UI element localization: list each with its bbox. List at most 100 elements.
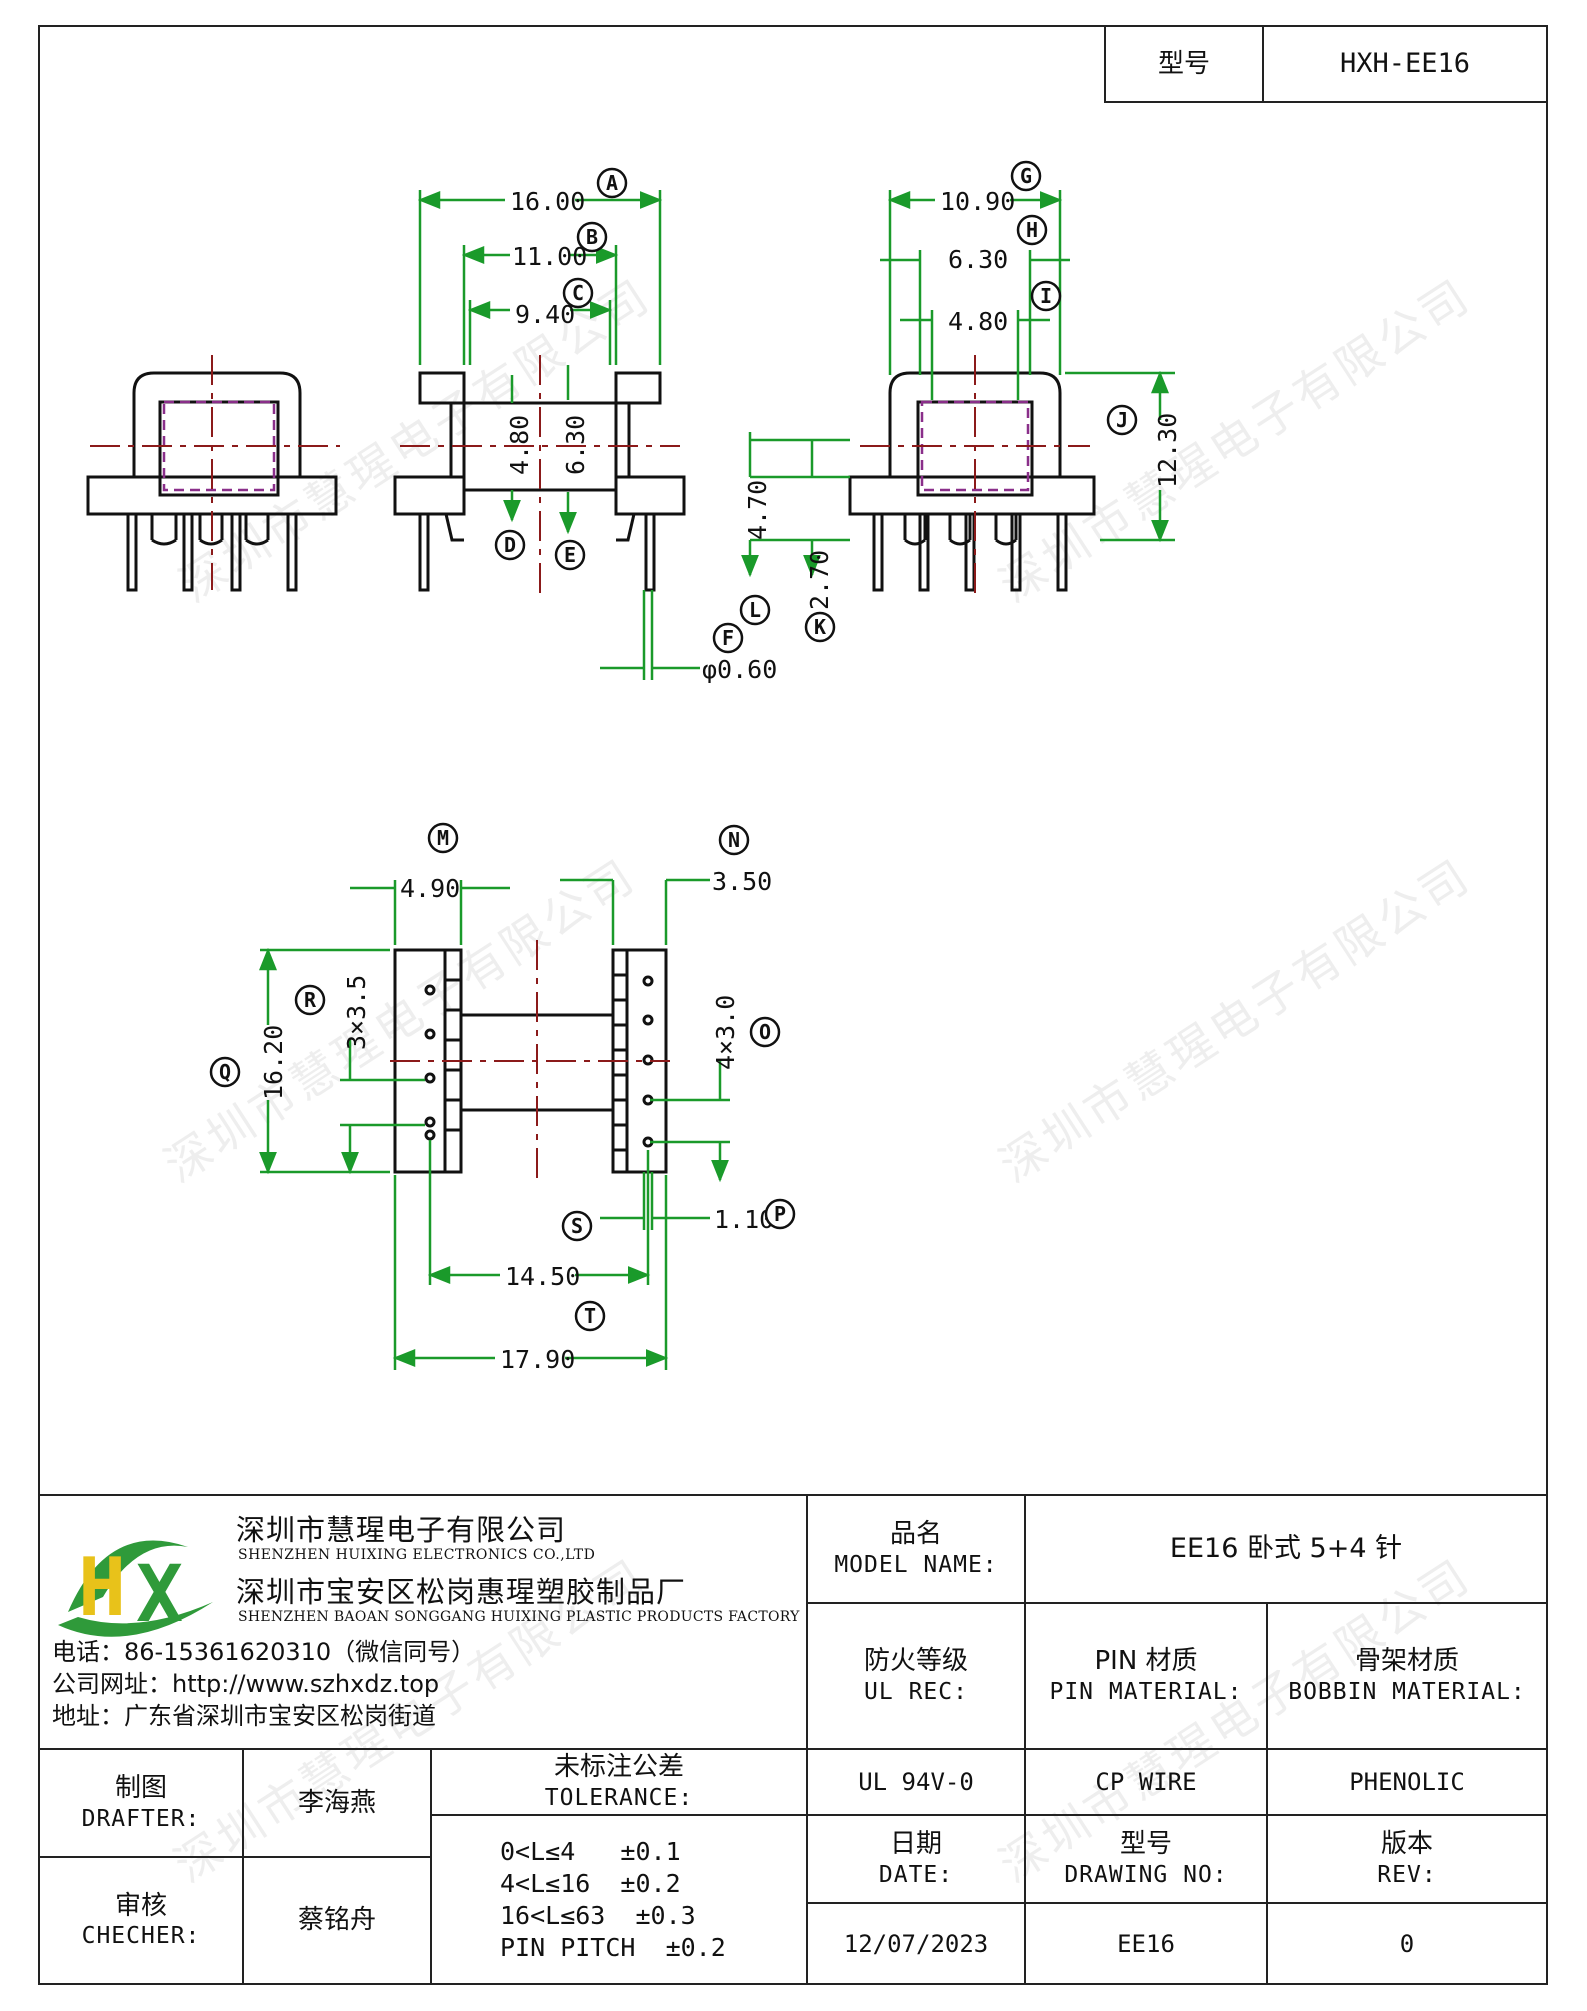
dim-E-value: 6.30 bbox=[561, 415, 590, 475]
company-phone: 电话：86-15361620310（微信同号） bbox=[52, 1638, 476, 1666]
svg-text:L: L bbox=[749, 598, 761, 622]
svg-text:E: E bbox=[564, 543, 576, 567]
pin-material-value: CP WIRE bbox=[1095, 1768, 1197, 1796]
svg-text:S: S bbox=[571, 1214, 583, 1238]
dim-D-value: 4.80 bbox=[505, 415, 534, 475]
svg-text:K: K bbox=[814, 615, 826, 639]
fire-rating-value-cell: UL 94V-0 bbox=[806, 1748, 1026, 1816]
svg-text:P: P bbox=[774, 1202, 786, 1226]
dim-K-value: 2.70 bbox=[805, 550, 834, 610]
svg-text:F: F bbox=[722, 626, 734, 650]
date-value-cell: 12/07/2023 bbox=[806, 1902, 1026, 1985]
model-name-label-cn: 品名 bbox=[889, 1519, 942, 1550]
dim-Q-value: 16.20 bbox=[259, 1025, 288, 1100]
side-view bbox=[393, 371, 686, 592]
callout-I: I bbox=[1030, 280, 1062, 312]
callout-J: J bbox=[1106, 404, 1138, 436]
callout-N: N bbox=[718, 824, 750, 856]
factory-name-cn: 深圳市宝安区松岗惠瑆塑胶制品厂 bbox=[236, 1575, 687, 1609]
checker-value: 蔡铭舟 bbox=[297, 1905, 376, 1936]
drafter-label-en: DRAFTER: bbox=[81, 1805, 201, 1832]
dim-L-value: 4.70 bbox=[743, 480, 772, 540]
checker-value-cell: 蔡铭舟 bbox=[242, 1856, 432, 1985]
company-name-cn: 深圳市慧瑆电子有限公司 bbox=[236, 1513, 567, 1547]
model-name-value-cell: EE16 卧式 5+4 针 bbox=[1024, 1494, 1548, 1604]
callout-C: C bbox=[562, 277, 594, 309]
svg-text:H: H bbox=[1026, 218, 1038, 242]
title-block-top-line bbox=[38, 1494, 1548, 1496]
header-model-value-cell: HXH-EE16 bbox=[1262, 25, 1548, 103]
callout-O: O bbox=[749, 1016, 781, 1048]
bobbin-material-value: PHENOLIC bbox=[1349, 1768, 1465, 1796]
dim-J-value: 12.30 bbox=[1153, 413, 1182, 488]
rev-value-cell: 0 bbox=[1266, 1902, 1548, 1985]
tolerance-label-cn: 未标注公差 bbox=[553, 1752, 684, 1783]
callout-P: P bbox=[764, 1198, 796, 1230]
pin-material-label-en: PIN MATERIAL: bbox=[1049, 1678, 1243, 1705]
factory-name-en: SHENZHEN BAOAN SONGGANG HUIXING PLASTIC … bbox=[238, 1609, 800, 1625]
callout-B: B bbox=[576, 221, 608, 253]
drawing-no-label-cn: 型号 bbox=[1119, 1829, 1172, 1860]
date-label-en: DATE: bbox=[878, 1861, 954, 1888]
bobbin-material-label-cn: 骨架材质 bbox=[1354, 1646, 1459, 1677]
rev-label-cn: 版本 bbox=[1380, 1829, 1433, 1860]
company-address: 地址：广东省深圳市宝安区松岗街道 bbox=[52, 1702, 436, 1730]
checker-label-cell: 审核 CHECHER: bbox=[38, 1856, 244, 1985]
callout-S: S bbox=[561, 1210, 593, 1242]
date-label-cn: 日期 bbox=[889, 1829, 942, 1860]
dim-T-value: 17.90 bbox=[500, 1345, 575, 1374]
drafter-value: 李海燕 bbox=[297, 1787, 376, 1818]
callout-G: G bbox=[1010, 160, 1042, 192]
svg-text:Q: Q bbox=[219, 1060, 231, 1084]
tolerance-label-cell: 未标注公差 TOLERANCE: bbox=[430, 1748, 808, 1816]
dim-G-value: 10.90 bbox=[940, 187, 1015, 216]
logo-letter-x: X bbox=[136, 1550, 183, 1640]
checker-label-en: CHECHER: bbox=[81, 1923, 201, 1950]
callout-R: R bbox=[294, 984, 326, 1016]
dim-C-value: 9.40 bbox=[515, 300, 575, 329]
model-name-label-cell: 品名 MODEL NAME: bbox=[806, 1494, 1026, 1604]
company-website: 公司网址：http://www.szhxdz.top bbox=[52, 1670, 440, 1698]
bobbin-material-label-en: BOBBIN MATERIAL: bbox=[1288, 1678, 1526, 1705]
company-name-en: SHENZHEN HUIXING ELECTRONICS CO.,LTD bbox=[238, 1547, 596, 1563]
company-block: H X HX 深圳市慧瑆电子有限公司 SHENZHEN HUIXING ELEC… bbox=[40, 1497, 808, 1755]
svg-text:B: B bbox=[586, 225, 598, 249]
fire-rating-label-cn: 防火等级 bbox=[863, 1646, 968, 1677]
tolerance-line: 0<L≤4 ±0.1 bbox=[500, 1836, 681, 1866]
callout-E: E bbox=[554, 539, 586, 571]
callout-M: M bbox=[427, 822, 459, 854]
fire-rating-label-en: UL REC: bbox=[864, 1678, 968, 1705]
drawing-no-value: EE16 bbox=[1117, 1929, 1175, 1958]
dim-H-value: 6.30 bbox=[948, 245, 1008, 274]
svg-text:R: R bbox=[304, 988, 317, 1012]
drafter-label-cell: 制图 DRAFTER: bbox=[38, 1748, 244, 1858]
header-model-value: HXH-EE16 bbox=[1339, 48, 1471, 80]
callout-F: F bbox=[712, 622, 744, 654]
pin-material-label-cn: PIN 材质 bbox=[1094, 1646, 1198, 1677]
callout-D: D bbox=[494, 529, 526, 561]
drawing-no-label-en: DRAWING NO: bbox=[1064, 1861, 1228, 1888]
dim-R-value: 3×3.5 bbox=[342, 975, 371, 1050]
fire-rating-label-cell: 防火等级 UL REC: bbox=[806, 1602, 1026, 1750]
tolerance-line: 4<L≤16 ±0.2 bbox=[500, 1868, 681, 1898]
company-logo: H X bbox=[58, 1540, 213, 1640]
drawing-no-label-cell: 型号 DRAWING NO: bbox=[1024, 1814, 1268, 1904]
callout-Q: Q bbox=[209, 1056, 241, 1088]
drawing-no-value-cell: EE16 bbox=[1024, 1902, 1268, 1985]
dim-B-value: 11.00 bbox=[512, 242, 587, 271]
svg-text:O: O bbox=[759, 1020, 771, 1044]
rev-value: 0 bbox=[1399, 1929, 1415, 1958]
drafter-value-cell: 李海燕 bbox=[242, 1748, 432, 1858]
pin-material-label-cell: PIN 材质 PIN MATERIAL: bbox=[1024, 1602, 1268, 1750]
callout-H: H bbox=[1016, 214, 1048, 246]
tolerance-line: 16<L≤63 ±0.3 bbox=[500, 1900, 696, 1930]
dim-N-value: 3.50 bbox=[712, 867, 772, 896]
end-view-right bbox=[848, 371, 1096, 592]
svg-text:A: A bbox=[606, 171, 618, 195]
header-model-label: 型号 bbox=[1157, 48, 1210, 79]
dim-F-value: φ0.60 bbox=[702, 655, 777, 684]
callout-K: K bbox=[804, 611, 836, 643]
dim-A-value: 16.00 bbox=[510, 187, 585, 216]
date-value: 12/07/2023 bbox=[843, 1929, 989, 1958]
svg-text:N: N bbox=[728, 828, 740, 852]
